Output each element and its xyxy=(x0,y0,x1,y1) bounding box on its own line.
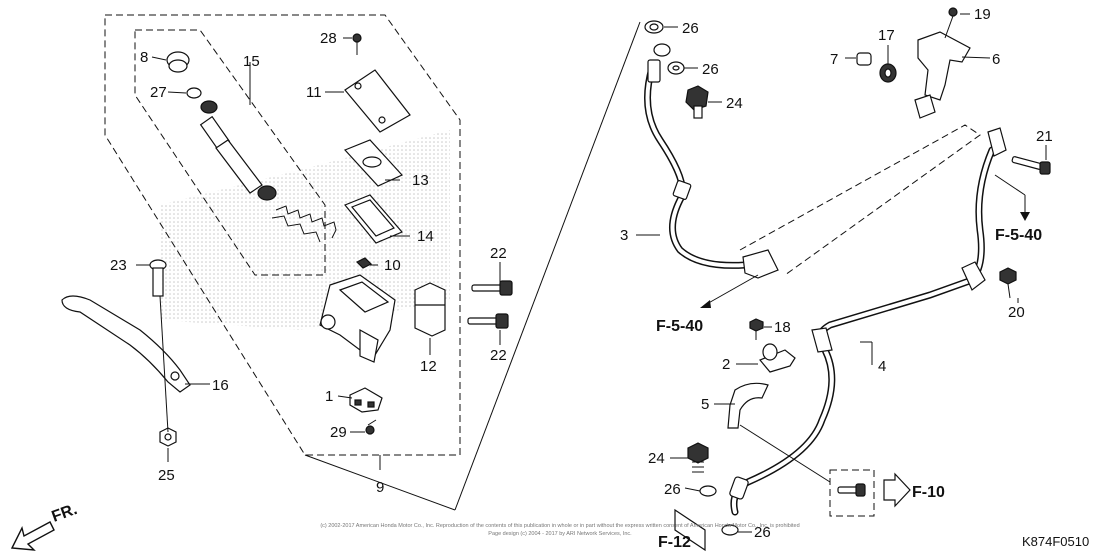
part-6-bracket[interactable] xyxy=(914,31,971,119)
leader-guide-bolt xyxy=(739,424,831,483)
part-22-bolt-lower[interactable] xyxy=(467,313,509,329)
part-28-screw[interactable] xyxy=(352,33,362,55)
part-7-collar[interactable] xyxy=(856,52,872,66)
callout-14: 14 xyxy=(417,228,434,245)
callout-numbers: 8 27 15 11 28 13 14 10 12 22 22 1 29 9 2… xyxy=(110,6,1053,541)
callout-23: 23 xyxy=(110,257,127,274)
watermark-dots xyxy=(160,130,450,330)
part-29-screw[interactable] xyxy=(365,419,377,435)
part-3-brake-hose[interactable] xyxy=(644,59,779,279)
part-4-brake-hose[interactable] xyxy=(729,127,1007,516)
callout-29: 29 xyxy=(330,424,347,441)
part-26-washer-d[interactable] xyxy=(721,524,739,536)
callout-10: 10 xyxy=(384,257,401,274)
f12-flag xyxy=(674,508,706,552)
callout-20: 20 xyxy=(1008,304,1025,321)
callout-28: 28 xyxy=(320,30,337,47)
callout-17: 17 xyxy=(878,27,895,44)
part-22-bolt-upper[interactable] xyxy=(471,280,513,296)
callout-27: 27 xyxy=(150,84,167,101)
callout-22-lower: 22 xyxy=(490,347,507,364)
part-16-brake-lever[interactable] xyxy=(61,295,191,393)
part-19-bolt[interactable] xyxy=(944,7,958,39)
part-24-bolt-lower[interactable] xyxy=(687,442,709,473)
arrow-f540a xyxy=(700,300,711,308)
part-2-clip[interactable] xyxy=(759,343,796,373)
part-21-bolt[interactable] xyxy=(1011,156,1051,175)
direction-arrow-icon xyxy=(10,521,55,551)
callout-25: 25 xyxy=(158,467,175,484)
callout-4: 4 xyxy=(878,358,886,375)
ref-f-5-40-right[interactable]: F-5-40 xyxy=(995,227,1042,244)
part-20-bolt[interactable] xyxy=(999,267,1017,299)
copyright-line-2: Page design (c) 2004 - 2017 by ARI Netwo… xyxy=(488,531,632,537)
part-14-diaphragm[interactable] xyxy=(344,194,403,244)
part-13-plate[interactable] xyxy=(343,139,403,187)
part-10-clip[interactable] xyxy=(355,257,373,269)
part-spring[interactable] xyxy=(271,205,337,243)
diagram-code: K874F0510 xyxy=(1022,534,1089,549)
callout-8: 8 xyxy=(140,49,148,66)
part-26-washer-b[interactable] xyxy=(653,43,685,75)
callout-1: 1 xyxy=(325,388,333,405)
arrow-f10 xyxy=(883,472,911,508)
part-27-circlip[interactable] xyxy=(186,87,202,99)
part-1-switch[interactable] xyxy=(349,387,383,413)
callout-15: 15 xyxy=(243,53,260,70)
callout-19: 19 xyxy=(974,6,991,23)
callout-26-a: 26 xyxy=(682,20,699,37)
callout-26-d: 26 xyxy=(754,524,771,541)
copyright-line-1: (c) 2002-2017 American Honda Motor Co., … xyxy=(320,523,799,529)
part-master-cylinder-body[interactable] xyxy=(319,274,396,363)
hose-region-box xyxy=(739,124,981,276)
part-26-washer-a[interactable] xyxy=(644,20,664,34)
ref-f-12[interactable]: F-12 xyxy=(658,534,691,551)
callout-24-upper: 24 xyxy=(726,95,743,112)
callout-13: 13 xyxy=(412,172,429,189)
part-17-grommet[interactable] xyxy=(879,63,897,83)
leader-f540a xyxy=(704,274,759,306)
part-f10-bolt[interactable] xyxy=(837,483,866,497)
callout-26-b: 26 xyxy=(702,61,719,78)
callout-16: 16 xyxy=(212,377,229,394)
part-18-bolt[interactable] xyxy=(749,318,764,340)
part-5-hose-guide[interactable] xyxy=(727,382,769,429)
part-11-reservoir-cover[interactable] xyxy=(344,69,411,133)
leader-f540b xyxy=(994,174,1026,196)
part-12-holder[interactable] xyxy=(414,282,446,337)
callout-21: 21 xyxy=(1036,128,1053,145)
ref-f-5-40-left[interactable]: F-5-40 xyxy=(656,318,703,335)
arrow-f540b xyxy=(1020,212,1030,221)
callout-2: 2 xyxy=(722,356,730,373)
callout-9: 9 xyxy=(376,479,384,496)
callout-22-upper: 22 xyxy=(490,245,507,262)
callout-6: 6 xyxy=(992,51,1000,68)
ref-f-10[interactable]: F-10 xyxy=(912,484,945,501)
part-24-bolt-upper[interactable] xyxy=(685,85,709,119)
part-8-boot[interactable] xyxy=(166,51,190,73)
leader-box-lower xyxy=(304,454,456,511)
leader-lines xyxy=(136,13,1047,533)
part-26-washer-c[interactable] xyxy=(699,485,717,497)
callout-3: 3 xyxy=(620,227,628,244)
f10-bolt-box xyxy=(829,469,875,517)
callout-5: 5 xyxy=(701,396,709,413)
callout-24-lower: 24 xyxy=(648,450,665,467)
leader-box-to-f12 xyxy=(454,21,641,511)
callout-12: 12 xyxy=(420,358,437,375)
part-15-piston-set[interactable] xyxy=(199,100,277,201)
callout-18: 18 xyxy=(774,319,791,336)
callout-11: 11 xyxy=(306,84,322,101)
assembly-box-9 xyxy=(104,14,461,456)
callout-26-c: 26 xyxy=(664,481,681,498)
direction-label: FR. xyxy=(50,501,80,526)
callout-7: 7 xyxy=(830,51,838,68)
